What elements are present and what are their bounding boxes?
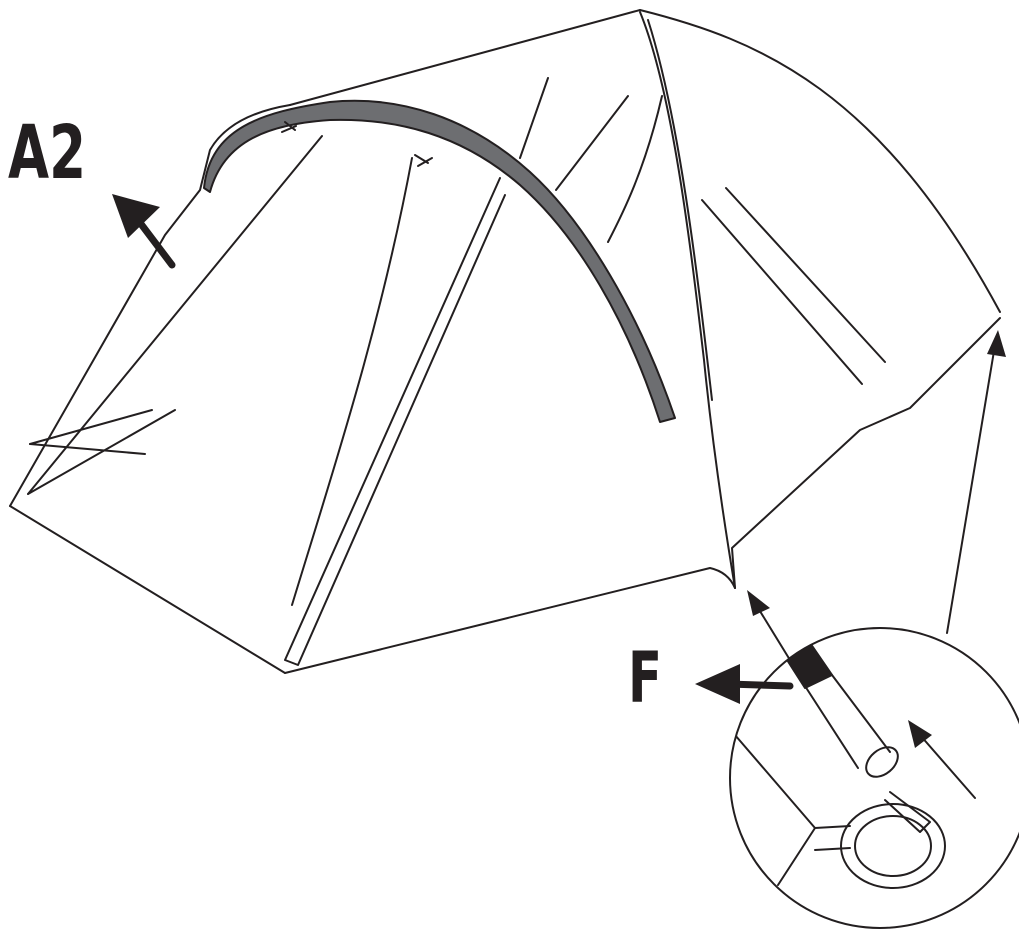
arrow-detail-up-icon (946, 330, 1006, 634)
pole-clip-icon (281, 121, 297, 133)
detail-magnifier-icon (729, 627, 1019, 929)
arrow-a2-icon (112, 194, 176, 269)
pole-clip-icon (414, 154, 433, 167)
tent-pole-a2 (203, 99, 676, 423)
label-f: F (628, 637, 662, 719)
label-a2: A2 (8, 110, 86, 196)
pole-tip-ring-detail-icon (734, 639, 976, 889)
tent-body-icon (9, 9, 1001, 674)
arrow-f-icon (695, 664, 794, 704)
arrow-pole-into-corner-icon (747, 590, 791, 661)
